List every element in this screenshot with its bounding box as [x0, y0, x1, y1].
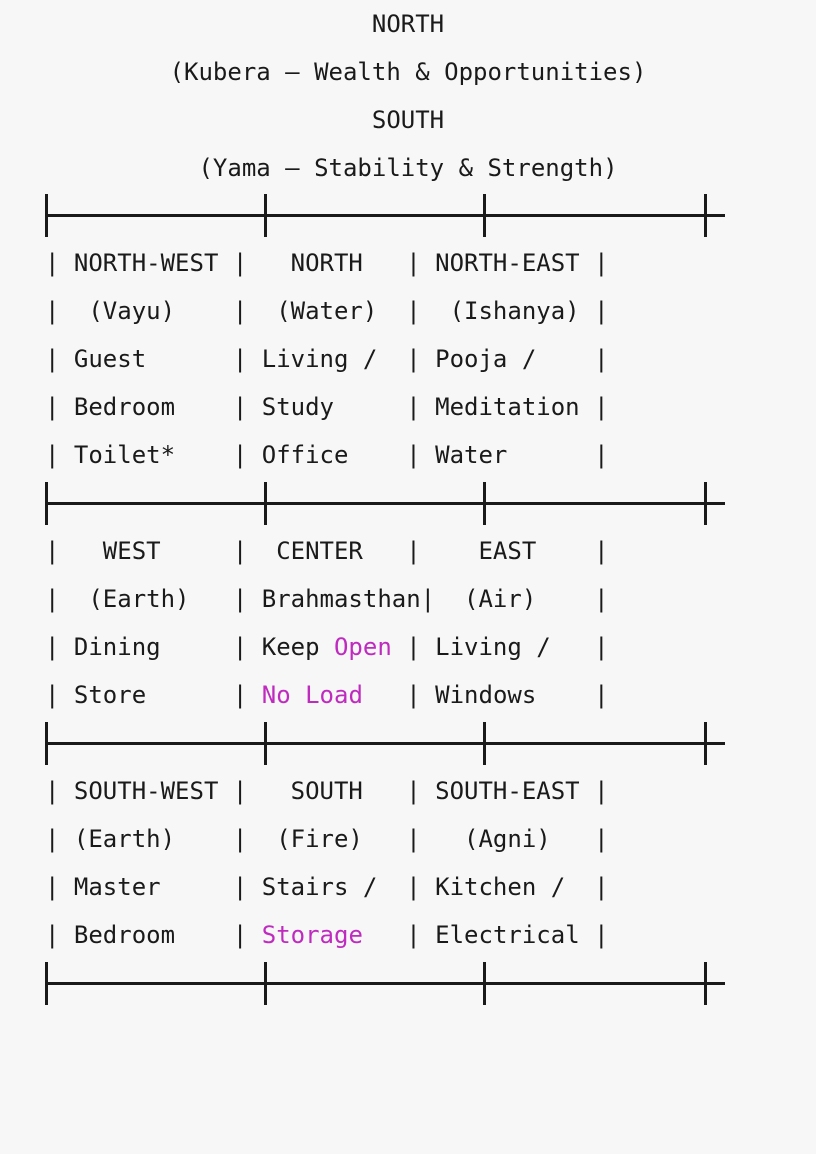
north-direction-label: NORTH — [371, 10, 445, 38]
grid-row-south-line-1: | (Earth) | (Fire) | (Agni) | — [45, 825, 609, 853]
grid-tick-left — [45, 194, 48, 237]
grid-tick-right — [704, 194, 707, 237]
grid-tick-col1 — [264, 482, 267, 525]
grid-tick-col1 — [264, 722, 267, 765]
grid-row-north-line-4: | Toilet* | Office | Water | — [45, 441, 609, 469]
grid-border-bottom — [45, 959, 725, 1007]
grid-rule — [45, 502, 725, 505]
grid-row-south-line-3: | Bedroom | Storage | Electrical | — [45, 921, 609, 949]
grid-tick-col2 — [483, 482, 486, 525]
grid-tick-left — [45, 722, 48, 765]
grid-tick-col1 — [264, 194, 267, 237]
grid-tick-col2 — [483, 962, 486, 1005]
accent-term: No Load — [261, 681, 363, 709]
vastu-grid: | NORTH-WEST | NORTH | NORTH-EAST | | (V… — [45, 191, 725, 1007]
grid-row-center-line-0: | WEST | CENTER | EAST | — [45, 537, 609, 565]
grid-row-north-line-1: | (Vayu) | (Water) | (Ishanya) | — [45, 297, 609, 325]
grid-tick-col2 — [483, 194, 486, 237]
grid-tick-left — [45, 482, 48, 525]
grid-tick-right — [704, 962, 707, 1005]
south-caption: SOUTH (Yama — Stability & Strength) — [0, 96, 816, 192]
grid-row-north-line-3: | Bedroom | Study | Meditation | — [45, 393, 609, 421]
grid-tick-col2 — [483, 722, 486, 765]
grid-tick-left — [45, 962, 48, 1005]
grid-rule — [45, 214, 725, 217]
grid-border-mid-2 — [45, 719, 725, 767]
grid-row-north-line-0: | NORTH-WEST | NORTH | NORTH-EAST | — [45, 249, 609, 277]
grid-tick-right — [704, 482, 707, 525]
grid-row-south-line-2: | Master | Stairs / | Kitchen / | — [45, 873, 609, 901]
grid-border-mid-1 — [45, 479, 725, 527]
grid-border-top — [45, 191, 725, 239]
grid-rule — [45, 742, 725, 745]
south-direction-label: SOUTH — [371, 106, 445, 134]
grid-rule — [45, 982, 725, 985]
grid-row-south-line-0: | SOUTH-WEST | SOUTH | SOUTH-EAST | — [45, 777, 609, 805]
north-caption: NORTH (Kubera — Wealth & Opportunities) — [0, 0, 816, 96]
accent-term: Open — [333, 633, 392, 661]
accent-term: Storage — [261, 921, 363, 949]
grid-tick-col1 — [264, 962, 267, 1005]
grid-row-center-line-3: | Store | No Load | Windows | — [45, 681, 609, 709]
south-deity-label: (Yama — Stability & Strength) — [198, 154, 618, 182]
grid-row-center-line-1: | (Earth) | Brahmasthan| (Air) | — [45, 585, 609, 613]
grid-row-center-line-2: | Dining | Keep Open | Living / | — [45, 633, 609, 661]
grid-tick-right — [704, 722, 707, 765]
grid-row-north-line-2: | Guest | Living / | Pooja / | — [45, 345, 609, 373]
north-deity-label: (Kubera — Wealth & Opportunities) — [169, 58, 647, 86]
